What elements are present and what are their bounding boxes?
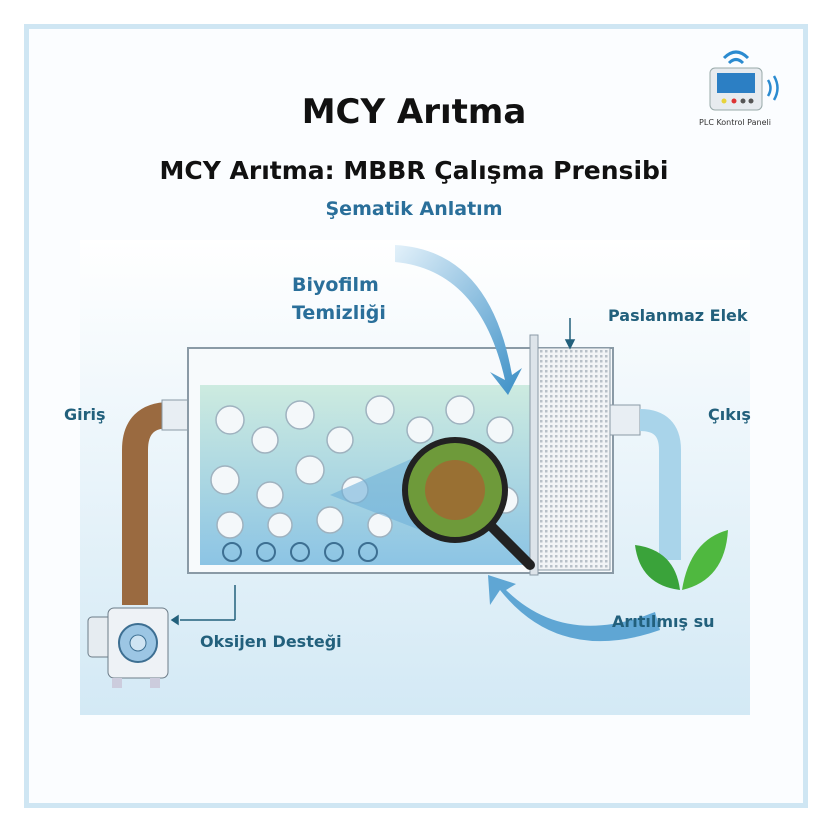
biofilm-label-line2: Temizliği (292, 302, 386, 324)
plc-label: PLC Kontrol Paneli (699, 118, 771, 127)
oxygen-label: Oksijen Desteği (200, 632, 342, 651)
page-tagline: Şematik Anlatım (325, 198, 503, 220)
inlet-label: Giriş (64, 405, 106, 424)
blower-pump (87, 607, 169, 688)
plc-panel-wifi-icon (709, 50, 779, 111)
magnifier-icon (330, 437, 535, 570)
biofilm-arrow (395, 245, 522, 395)
return-arrow (488, 575, 660, 642)
outlet-label: Çıkış (708, 405, 751, 424)
stainless-screen (537, 347, 611, 571)
mbbr-tank (187, 334, 614, 576)
biofilm-label-line1: Biyofilm (292, 274, 379, 296)
screen-label: Paslanmaz Elek (608, 306, 748, 325)
outlet-pipe (609, 404, 681, 560)
page-subtitle: MCY Arıtma: MBBR Çalışma Prensibi (159, 156, 669, 185)
air-diffusers (222, 542, 378, 562)
treated-water-label: Arıtılmış su (612, 612, 715, 631)
page-title: MCY Arıtma (301, 92, 527, 132)
inlet-pipe (122, 399, 191, 605)
label-pointers (170, 318, 576, 626)
leaf-icon (635, 530, 728, 590)
